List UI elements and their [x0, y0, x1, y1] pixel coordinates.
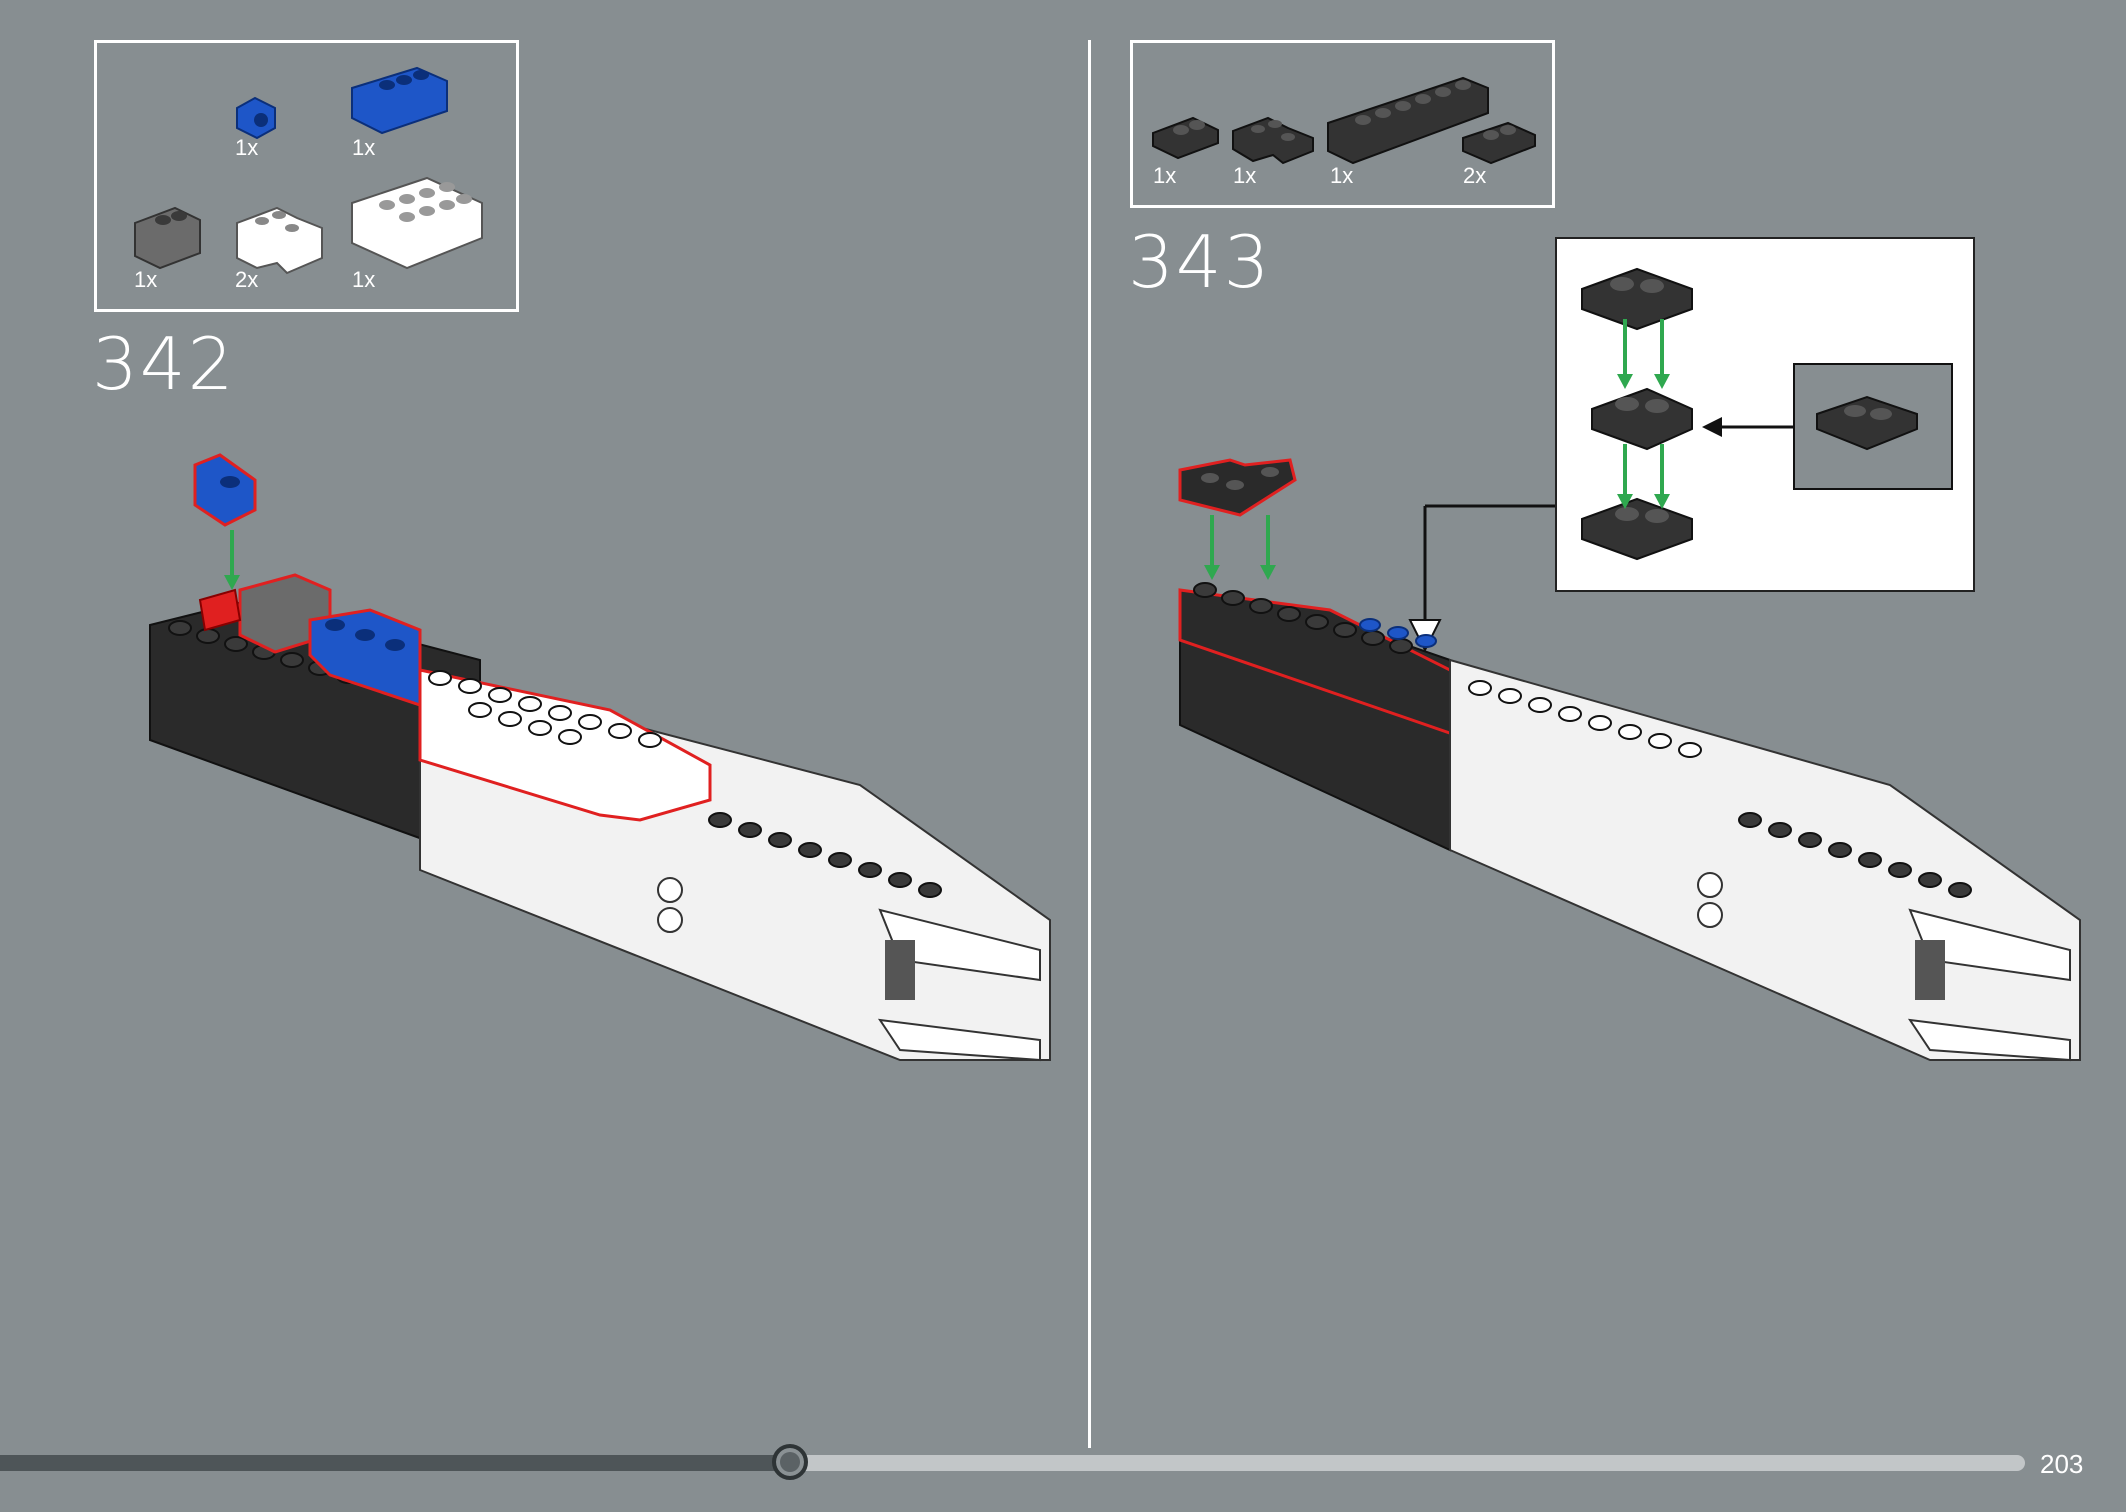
- parts-icons-343: [1152, 76, 1536, 165]
- model-illustration-step-343: [1178, 458, 2081, 1062]
- part-qty: 1x: [235, 135, 259, 160]
- part-qty: 1x: [352, 267, 376, 292]
- part-qty: 1x: [1153, 163, 1177, 188]
- part-qty: 1x: [352, 135, 376, 160]
- part-qty: 1x: [1233, 163, 1257, 188]
- part-qty: 1x: [1330, 163, 1354, 188]
- page-number: 203: [2040, 1449, 2084, 1479]
- progress-slider-knob[interactable]: [771, 1444, 808, 1480]
- black-plate-1x6-icon: [1327, 76, 1489, 165]
- white-brick-2x4-icon: [351, 176, 483, 270]
- progress-fill: [0, 1455, 790, 1471]
- black-plate-1x2-icon: [1152, 116, 1219, 160]
- black-jumper-plate-icon: [1462, 121, 1536, 165]
- black-corner-plate-icon: [1232, 116, 1314, 165]
- parts-list-step-343: 1x 1x 1x 2x: [1130, 40, 1555, 208]
- step-number-343: 343: [1128, 220, 1272, 304]
- white-corner-brick-icon: [236, 206, 323, 275]
- part-qty: 2x: [235, 267, 259, 292]
- blue-brick-1x3-icon: [351, 66, 448, 135]
- sub-assembly-callout: [1555, 237, 1975, 592]
- blue-bracket-1x1-icon: [236, 96, 276, 140]
- parts-icons-342: [134, 66, 483, 275]
- model-illustration-step-342: [149, 453, 1051, 1062]
- part-qty: 1x: [134, 267, 158, 292]
- parts-list-step-342: 1x 1x 1x 2x 1x: [94, 40, 519, 312]
- part-qty: 2x: [1463, 163, 1487, 188]
- grey-brick-1x2-icon: [134, 206, 201, 270]
- callout-illustration: [1581, 267, 1953, 561]
- page-divider: [1088, 40, 1091, 1448]
- step-number-342: 342: [92, 322, 236, 406]
